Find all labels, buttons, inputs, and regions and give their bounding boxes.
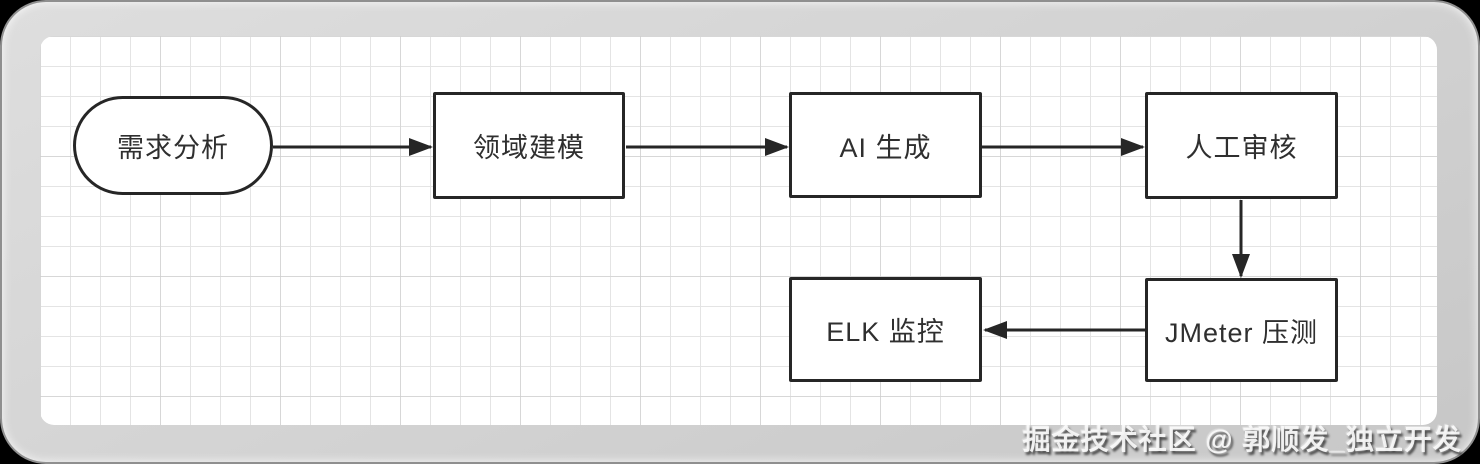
node-requirements-analysis-label: 需求分析 [117,133,229,163]
node-manual-review-label: 人工审核 [1185,133,1298,163]
node-elk-monitoring[interactable]: ELK 监控 [789,277,982,382]
watermark-text: 掘金技术社区 @ 郭顺发_独立开发 [1022,424,1462,455]
node-domain-modeling-label: 领域建模 [473,133,585,163]
node-elk-monitoring-label: ELK 监控 [826,317,945,347]
node-jmeter-load-test[interactable]: JMeter 压测 [1145,278,1338,382]
node-ai-generation[interactable]: AI 生成 [789,92,982,198]
node-ai-generation-label: AI 生成 [839,132,932,163]
node-requirements-analysis[interactable]: 需求分析 [73,96,273,195]
node-domain-modeling[interactable]: 领域建模 [433,92,625,199]
node-manual-review[interactable]: 人工审核 [1145,92,1338,199]
node-jmeter-load-test-label: JMeter 压测 [1164,317,1319,348]
